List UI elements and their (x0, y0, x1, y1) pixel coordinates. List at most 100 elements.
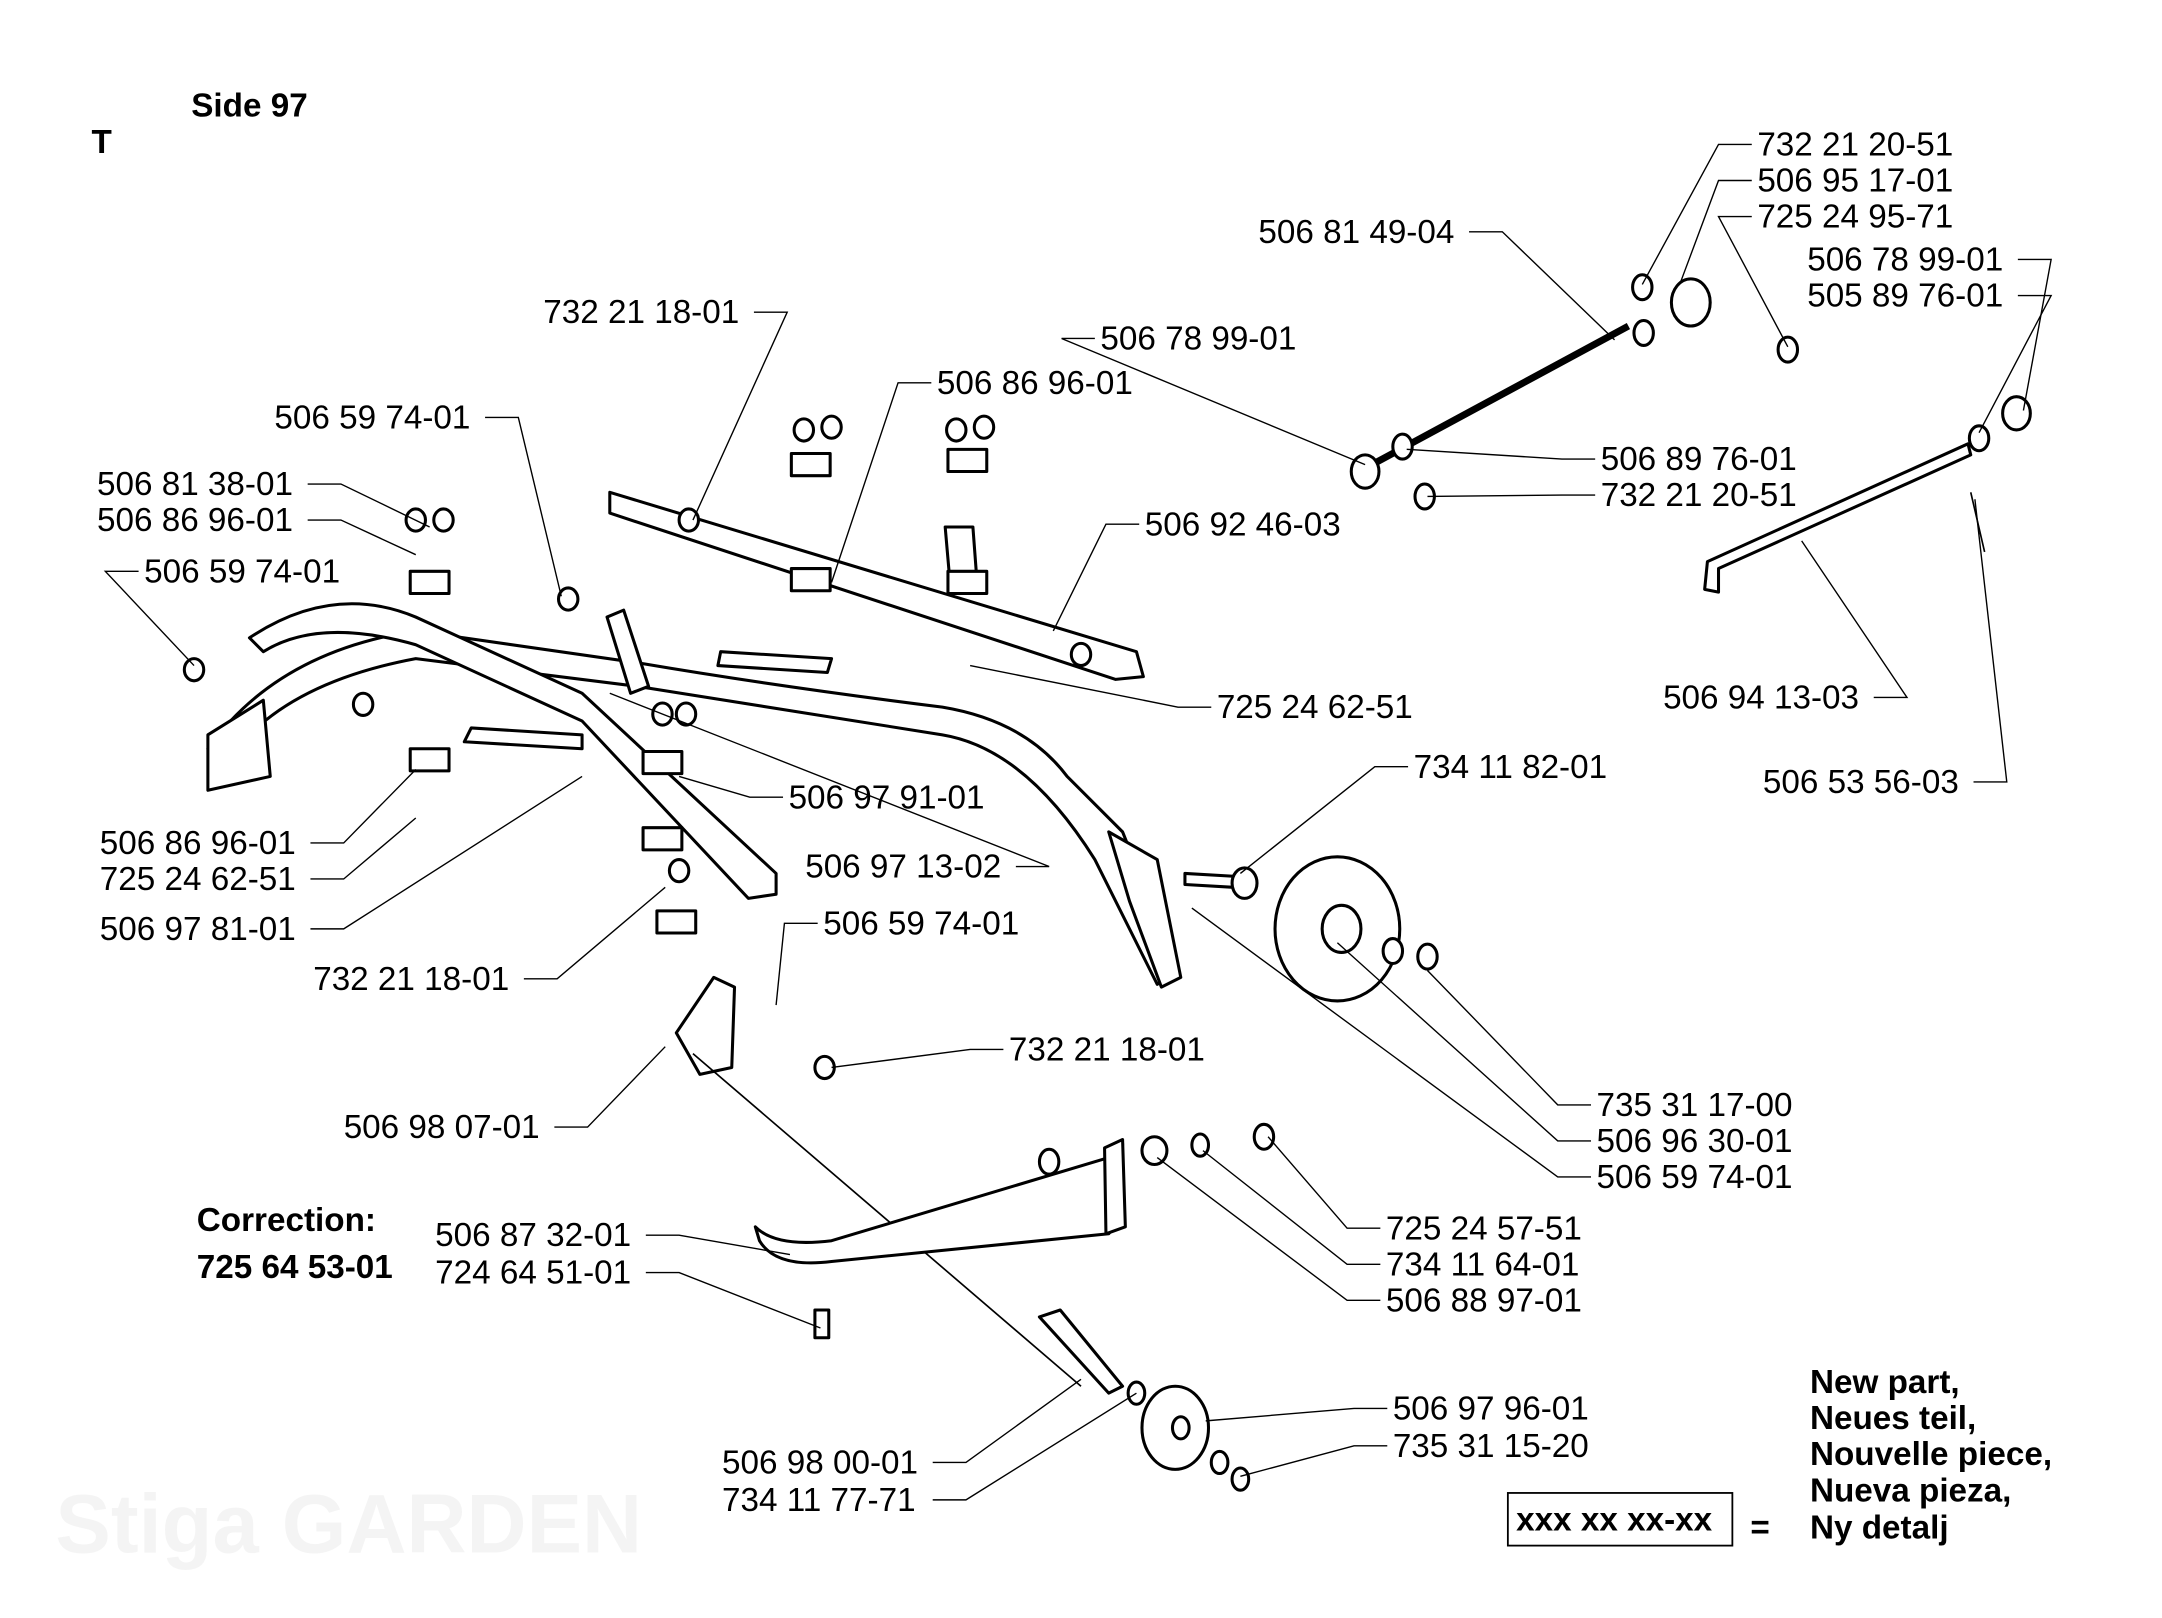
legend-line: Nouvelle piece, (1810, 1436, 2052, 1473)
clamp-block (789, 567, 832, 593)
leader-line (1427, 494, 1596, 498)
legend-box (1506, 1492, 1734, 1547)
leader-line (523, 886, 666, 980)
legend-line: Neues teil, (1810, 1400, 1976, 1437)
nut (182, 657, 206, 683)
part-number-label[interactable]: 734 11 82-01 (1414, 749, 1608, 786)
leader-line (310, 769, 417, 844)
nut (351, 691, 375, 717)
part-number-label[interactable]: 725 24 57-51 (1386, 1210, 1582, 1247)
nut (945, 417, 968, 443)
leader-line (678, 775, 784, 798)
part-number-label[interactable]: 506 59 74-01 (1597, 1159, 1793, 1196)
leader-line (1205, 1407, 1388, 1422)
part-number-label[interactable]: 732 21 20-51 (1757, 127, 1953, 164)
part-number-label[interactable]: 732 21 18-01 (1009, 1032, 1205, 1069)
part-number-label[interactable]: 506 59 74-01 (144, 553, 340, 590)
leader-line (645, 1271, 821, 1329)
part-number-label[interactable]: 506 97 81-01 (100, 911, 296, 948)
nut (556, 586, 580, 612)
part-number-label[interactable]: 734 11 64-01 (1386, 1246, 1580, 1283)
part-number-label[interactable]: 732 21 18-01 (543, 294, 739, 331)
part-number-label[interactable]: 506 86 96-01 (937, 365, 1133, 402)
leader-line (1061, 337, 1366, 466)
part-number-label[interactable]: 732 21 18-01 (313, 961, 509, 998)
clamp-block (655, 909, 698, 935)
nut (792, 417, 816, 443)
leader-line (307, 519, 417, 556)
part-number-label[interactable]: 506 88 97-01 (1386, 1282, 1582, 1319)
part-number-label[interactable]: 506 98 00-01 (722, 1445, 918, 1482)
part-number-label[interactable]: 732 21 20-51 (1601, 477, 1797, 514)
leader-line (307, 483, 430, 528)
leader-line (1641, 143, 1752, 285)
leader-line (1239, 766, 1409, 874)
part-number-label[interactable]: 724 64 51-01 (435, 1255, 631, 1292)
part-number-label[interactable]: 506 89 76-01 (1601, 441, 1797, 478)
leader-lines (103, 143, 2053, 1501)
leader-line (692, 311, 789, 521)
leader-line (932, 1378, 1082, 1464)
part-number-label[interactable]: 506 87 32-01 (435, 1217, 631, 1254)
part-number-label[interactable]: 725 24 62-51 (100, 861, 296, 898)
clamp-block (789, 451, 832, 478)
nut (667, 858, 691, 884)
part-number-label[interactable]: 506 59 74-01 (274, 400, 470, 437)
correction-label: Correction: (197, 1202, 376, 1239)
part-number-label[interactable]: 506 94 13-03 (1663, 680, 1859, 717)
part-number-label[interactable]: 506 59 74-01 (823, 905, 1019, 942)
leader-line (103, 570, 195, 667)
part-number-label[interactable]: 506 78 99-01 (1100, 321, 1296, 358)
leader-line (609, 692, 1050, 868)
part-number-label[interactable]: 506 81 49-04 (1258, 214, 1454, 251)
part-number-label[interactable]: 734 11 77-71 (722, 1482, 916, 1519)
part-number-label[interactable]: 506 97 13-02 (805, 849, 1001, 886)
part-number-label[interactable]: 725 24 62-51 (1217, 689, 1413, 726)
part-number-label[interactable]: 735 31 17-00 (1597, 1087, 1793, 1124)
part-number-label[interactable]: 506 81 38-01 (97, 466, 293, 503)
legend-equals: = (1750, 1510, 1769, 1547)
part-number-label[interactable]: 506 96 30-01 (1597, 1123, 1793, 1160)
leader-line (2017, 258, 2052, 411)
leader-line (1469, 231, 1616, 341)
leader-line (1191, 907, 1592, 1178)
leader-line (1202, 1150, 1381, 1265)
nut (1069, 641, 1093, 668)
part-number-label[interactable]: 506 97 91-01 (789, 779, 985, 816)
part-number-label[interactable]: 505 89 76-01 (1807, 278, 2003, 315)
part-number-label[interactable]: 506 86 96-01 (100, 825, 296, 862)
part-number-label[interactable]: 506 86 96-01 (97, 502, 293, 539)
part-number-label[interactable]: 506 98 07-01 (344, 1109, 540, 1146)
clamp-block (408, 569, 451, 596)
part-number-label[interactable]: 506 53 56-03 (1763, 764, 1959, 801)
legend-line: Ny detalj (1810, 1510, 1949, 1547)
legend-box-text: xxx xx xx-xx (1516, 1501, 1712, 1538)
leader-line (1801, 540, 1909, 699)
leader-line (1406, 448, 1596, 460)
nut (674, 701, 698, 727)
part-number-label[interactable]: 506 97 96-01 (1393, 1390, 1589, 1427)
leader-line (1978, 294, 2053, 434)
part-number-label[interactable]: 506 95 17-01 (1757, 163, 1953, 200)
leader-line (310, 775, 583, 930)
part-number-label[interactable]: 735 31 15-20 (1393, 1428, 1589, 1465)
leader-line (310, 817, 417, 880)
leader-line (1426, 969, 1592, 1106)
leader-line (775, 922, 818, 1006)
leader-line (1240, 1445, 1388, 1477)
part-number-label[interactable]: 506 92 46-03 (1145, 506, 1341, 543)
clamp-block (946, 569, 989, 596)
legend: xxx xx xx-xx = New part, Neues teil, Nou… (1506, 1364, 2052, 1547)
part-number-label[interactable]: 725 24 95-71 (1757, 199, 1953, 236)
nut (820, 414, 843, 440)
part-number-label[interactable]: 506 78 99-01 (1807, 242, 2003, 279)
parts-drawing (182, 273, 2032, 1492)
leader-line (831, 1048, 1004, 1069)
nut (432, 507, 455, 533)
leader-line (1679, 179, 1752, 285)
nut (813, 1054, 836, 1081)
nut (972, 414, 996, 440)
leader-line (554, 1046, 666, 1128)
